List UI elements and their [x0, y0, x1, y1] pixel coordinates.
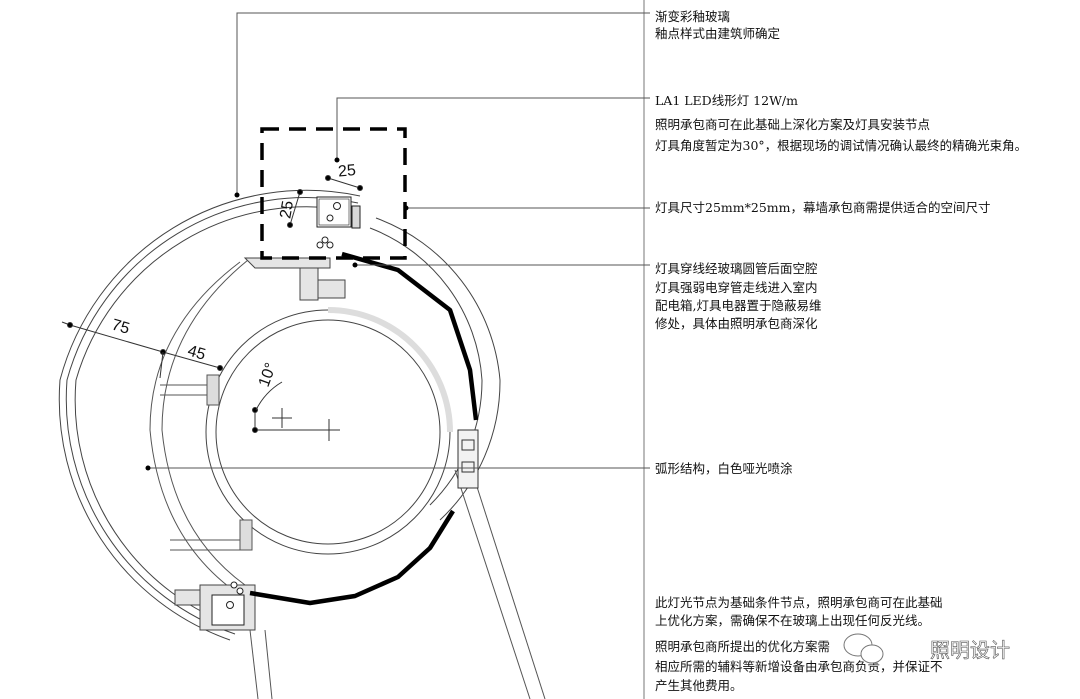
led-fixture-lower: [211, 581, 245, 626]
dimension-45: 45: [186, 343, 208, 364]
leader-dots: [145, 157, 409, 471]
note-glass-line1: 渐变彩釉玻璃: [655, 9, 730, 24]
cable-routes: [249, 251, 479, 606]
note-size: 灯具尺寸25mm*25mm，幕墙承包商需提供适合的空间尺寸: [655, 200, 990, 215]
note-bottom-line1: 此灯光节点为基础条件节点，照明承包商可在此基础: [655, 595, 943, 610]
note-glass-line2: 釉点样式由建筑师确定: [655, 26, 780, 41]
center-marks: [252, 407, 340, 441]
tube-clamp: [457, 429, 479, 489]
glass-tube: [205, 307, 453, 555]
dimension-75: 75: [110, 317, 132, 338]
leader-lines: [148, 12, 650, 469]
diagonal-struts: [249, 464, 546, 699]
dimension-25-top: 25: [337, 162, 356, 180]
note-led-line2: 照明承包商可在此基础上深化方案及灯具安装节点: [655, 117, 930, 132]
note-wiring-line2: 灯具强弱电穿管走线进入室内: [655, 280, 818, 295]
note-bottom-line2: 上优化方案，需确保不在玻璃上出现任何反光线。: [655, 613, 930, 628]
watermark-text: 照明设计: [930, 638, 1010, 662]
note-led-title: LA1 LED线形灯 12W/m: [655, 93, 798, 108]
note-bottom-line5: 产生其他费用。: [655, 678, 743, 693]
note-bottom-line4: 相应所需的辅料等新增设备由承包商负责，并保证不: [655, 659, 943, 674]
note-arc: 弧形结构，白色哑光喷涂: [655, 461, 793, 476]
outer-arc-structure: [58, 189, 501, 641]
note-wiring-line4: 修处，具体由照明承包商深化: [655, 316, 818, 331]
dimension-lines: [61, 175, 363, 411]
detail-callout-box: [260, 127, 407, 260]
wechat-icon: [843, 633, 884, 664]
dimension-25-side: 25: [277, 199, 297, 220]
note-led-line3: 灯具角度暂定为30°，根据现场的调试情况确认最终的精确光束角。: [655, 138, 1027, 153]
cavity-structure: [149, 259, 253, 596]
note-wiring-line1: 灯具穿线经玻璃圆管后面空腔: [655, 261, 818, 276]
upper-bracket: [243, 257, 346, 301]
watermark: 照明设计: [843, 633, 1010, 664]
note-wiring-line3: 配电箱,灯具电器置于隐蔽易维: [655, 298, 821, 313]
note-bottom-line3: 照明承包商所提出的优化方案需: [655, 639, 830, 654]
led-fixture-upper: [316, 196, 361, 249]
dimension-angle-10: 10°: [256, 361, 280, 390]
